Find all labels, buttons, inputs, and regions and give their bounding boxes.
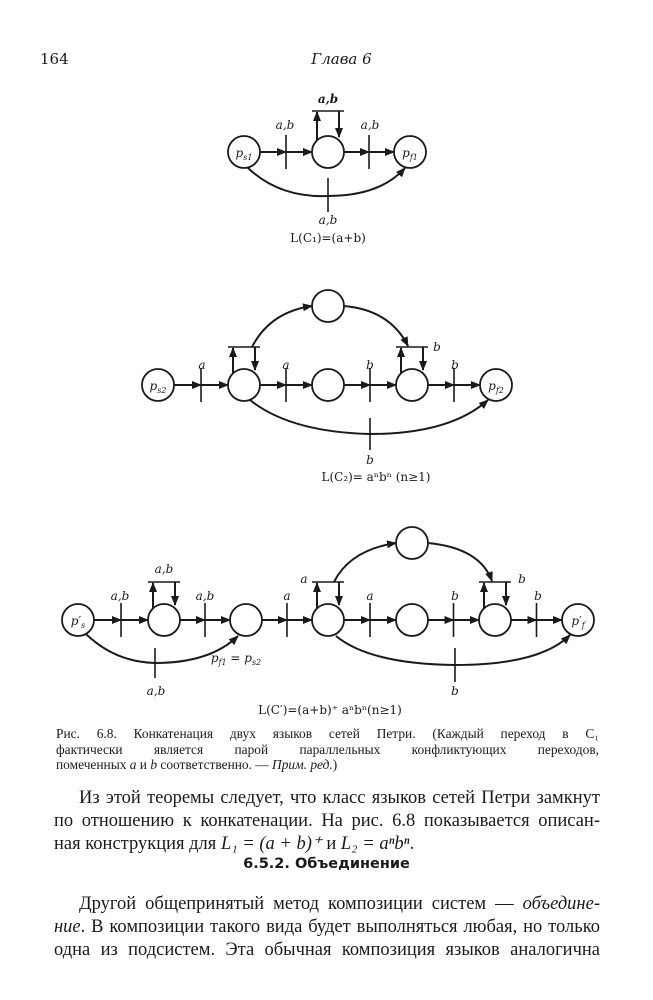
arc-arrow [343, 305, 409, 347]
transition-label: a [283, 589, 290, 603]
text: . [409, 834, 415, 854]
arc-arrow [333, 540, 397, 583]
paragraph-line: Другой общепринятый метод композиции сис… [54, 893, 600, 916]
transition-label: b [451, 358, 459, 372]
transition-label: a [300, 572, 307, 586]
net3-start-place-label: p′s [71, 614, 86, 630]
transition-label: b [451, 589, 459, 603]
text: a [129, 757, 137, 772]
arc-arrow [427, 542, 493, 582]
text: ная конструкция для [54, 834, 221, 854]
text: ние [54, 917, 81, 937]
net1-start-place-label: ps1 [236, 146, 253, 162]
formula-l1: L₁ = (a + b)⁺ [220, 834, 322, 854]
paragraph-line: ная конструкция для L₁ = (a + b)⁺ и L₂ =… [54, 833, 600, 856]
transition-label: b [366, 453, 374, 467]
place-circle [311, 135, 345, 169]
place-circle [479, 368, 513, 402]
place-circle [561, 603, 595, 637]
place-circle [478, 603, 512, 637]
text: помеченных [56, 757, 130, 772]
place-circle [395, 368, 429, 402]
merge-place-label: pf1 = ps2 [211, 651, 261, 667]
transition-label: b [451, 684, 459, 698]
caption-line: фактически является парой параллельных к… [56, 741, 599, 757]
transition-label: a,b [147, 684, 166, 698]
place-circle [227, 135, 261, 169]
transition-label: a,b [361, 118, 380, 132]
transition-label: a,b [319, 213, 338, 227]
section-heading: 6.5.2. Объединение [243, 856, 410, 872]
text: и [136, 757, 151, 772]
transition-label: b [518, 572, 526, 586]
arc-arrow [247, 167, 406, 198]
paragraph-line: одна из подсистем. Эта обычная композици… [54, 940, 600, 960]
net1-formula: L(C₁)=(a+b) [290, 231, 366, 245]
place-circle [227, 368, 261, 402]
transition-label: a,b [155, 562, 174, 576]
figure-6-8: ps1 pf1 a,b a,b a,b a,b L(C₁)=(a+b) ps2 … [61, 92, 595, 717]
transition-label: a [198, 358, 205, 372]
transition-label: a [366, 589, 373, 603]
place-circle [147, 603, 181, 637]
paragraph-2: Другой общепринятый метод композиции сис… [54, 893, 600, 962]
text: и [321, 834, 341, 854]
text: соответственно. — [157, 757, 273, 772]
arc-arrow [335, 634, 571, 667]
transition-label: a,b [196, 589, 215, 603]
place-circle [311, 603, 345, 637]
net3-final-place-label: p′f [571, 614, 586, 630]
text: b [150, 757, 158, 772]
page-number: 164 [40, 50, 69, 68]
running-title: Глава 6 [311, 50, 372, 68]
figure-caption: Рис. 6.8. Конкатенация двух языков сетей… [56, 726, 599, 773]
place-circle [311, 368, 345, 402]
text: объедине- [522, 894, 600, 914]
place-circle [395, 603, 429, 637]
net3-formula: L(C′)=(a+b)⁺ aⁿbⁿ(n≥1) [258, 703, 402, 717]
net2-start-place-label: ps2 [150, 379, 167, 395]
transition-label: a,b [111, 589, 130, 603]
arc-arrow [249, 399, 489, 436]
text: . В композиции такого вида будет выполня… [80, 917, 600, 937]
text: ) [332, 757, 338, 772]
place-circle [61, 603, 95, 637]
text: Другой общепринятый метод композиции сис… [79, 894, 523, 914]
transition-label: a [282, 358, 289, 372]
caption-line: Рис. 6.8. Конкатенация двух языков сетей… [56, 726, 599, 741]
net2-final-place-label: pf2 [488, 379, 504, 395]
paragraph-line: ние. В композиции такого вида будет выпо… [54, 916, 600, 939]
paragraph-line: Из этой теоремы следует, что класс языко… [79, 788, 600, 808]
place-circle [393, 135, 427, 169]
transition-label: a,b [318, 92, 338, 106]
place-circle [141, 368, 175, 402]
arc-arrow [251, 303, 313, 348]
place-circle [311, 289, 345, 323]
paragraph-1: Из этой теоремы следует, что класс языко… [54, 787, 600, 856]
transition-label: b [366, 358, 374, 372]
place-circle [395, 526, 429, 560]
place-circle [229, 603, 263, 637]
formula-l2: L₂ = aⁿbⁿ [340, 834, 410, 854]
caption-line: помеченных a и b соответственно. — Прим.… [56, 757, 599, 773]
transition-label: b [433, 340, 441, 354]
text: Прим. ред. [272, 757, 333, 772]
transition-label: b [534, 589, 542, 603]
net1-final-place-label: pf1 [402, 146, 418, 162]
net2-formula: L(C₂)= aⁿbⁿ (n≥1) [321, 470, 430, 484]
transition-label: a,b [276, 118, 295, 132]
paragraph-line: по отношению к конкатенации. На рис. 6.8… [54, 811, 600, 831]
